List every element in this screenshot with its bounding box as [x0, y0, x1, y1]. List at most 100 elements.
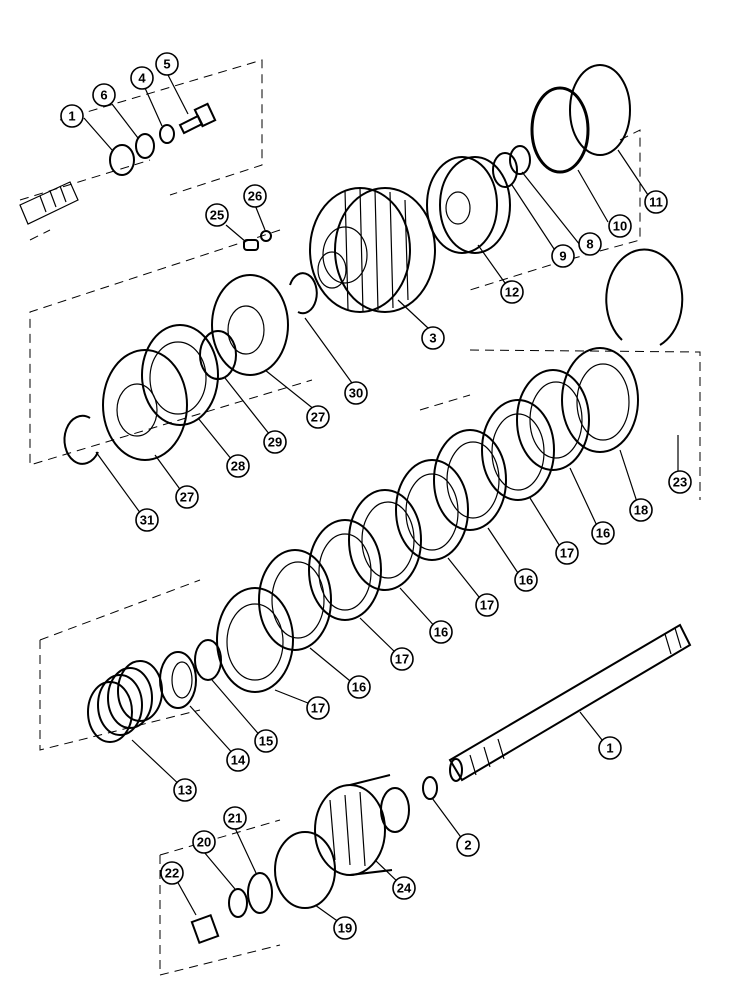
svg-text:9: 9	[559, 249, 566, 264]
part-4-washer	[159, 124, 175, 144]
svg-text:8: 8	[586, 237, 593, 252]
part-17-plate	[308, 519, 382, 621]
part-16-disc	[348, 489, 422, 591]
part-24-needle-bearing	[190, 913, 220, 945]
part-28-plate	[141, 324, 219, 426]
svg-text:5: 5	[163, 57, 170, 72]
svg-text:14: 14	[231, 753, 246, 768]
clutch-pack	[216, 347, 639, 693]
callout-29: 29	[263, 430, 287, 454]
svg-text:24: 24	[397, 881, 412, 896]
callout-10: 10	[608, 214, 632, 238]
svg-text:13: 13	[178, 783, 192, 798]
callout-1: 1	[598, 736, 622, 760]
svg-text:16: 16	[519, 573, 533, 588]
part-13-spring	[87, 660, 163, 743]
part-16-disc	[258, 549, 332, 651]
callout-3: 3	[421, 326, 445, 350]
part-27a-plate	[102, 349, 188, 461]
svg-text:26: 26	[248, 189, 262, 204]
callout-22: 23	[668, 470, 692, 494]
svg-text:16: 16	[434, 625, 448, 640]
leader-lines	[83, 74, 679, 926]
part-5-bolt	[178, 102, 217, 135]
svg-text:4: 4	[138, 71, 146, 86]
boundary-plates-bottom	[39, 579, 201, 751]
callout-25: 25	[205, 203, 229, 227]
part-18-plate	[561, 347, 639, 453]
callout-12: 12	[500, 280, 524, 304]
part-6-ring	[135, 133, 155, 159]
svg-text:12: 12	[505, 285, 519, 300]
callout-26: 26	[243, 184, 267, 208]
part-29-ring	[199, 330, 237, 380]
callout-2: 2	[456, 833, 480, 857]
callout-11: 11	[644, 190, 668, 214]
part-8-ring	[509, 145, 531, 175]
callout-23: 24	[392, 876, 416, 900]
svg-text:10: 10	[613, 219, 627, 234]
part-17-plate	[395, 459, 469, 561]
part-1-shaft	[448, 623, 692, 782]
part-17-plate	[216, 587, 294, 693]
group-boundaries	[19, 59, 701, 976]
svg-text:16: 16	[352, 680, 366, 695]
part-27b-plate	[211, 274, 289, 376]
svg-text:29: 29	[268, 435, 282, 450]
callout-7: 1	[60, 104, 84, 128]
callout-17d: 17	[306, 696, 330, 720]
callout-16d: 16	[347, 675, 371, 699]
part-19-ring	[274, 831, 336, 909]
svg-text:16: 16	[596, 526, 610, 541]
shaft-stub-lines	[19, 159, 151, 241]
svg-text:25: 25	[210, 208, 224, 223]
callout-19: 19	[333, 916, 357, 940]
callout-16a: 16	[591, 521, 615, 545]
part-12-piston	[426, 156, 511, 254]
svg-text:15: 15	[259, 734, 273, 749]
part-9-ring	[492, 152, 518, 188]
callout-18: 18	[629, 498, 653, 522]
shaft-stub	[19, 181, 79, 225]
part-31-snap-ring	[63, 414, 99, 465]
part-30-snap-ring	[289, 272, 318, 315]
svg-text:22: 22	[165, 866, 179, 881]
part-10-seal	[530, 86, 590, 174]
svg-text:17: 17	[480, 598, 494, 613]
boundary-upper-group	[29, 229, 313, 466]
svg-text:11: 11	[649, 195, 663, 210]
callout-14: 14	[226, 748, 250, 772]
svg-text:17: 17	[395, 652, 409, 667]
part-3-gear-hub	[309, 187, 436, 313]
part-7-ring	[109, 144, 135, 176]
callout-30: 30	[344, 381, 368, 405]
svg-text:30: 30	[349, 386, 363, 401]
part-16-disc	[516, 369, 590, 471]
part-25-pin	[243, 239, 259, 251]
callout-13: 13	[173, 778, 197, 802]
boundary-upper-right	[469, 129, 641, 291]
callout-28: 28	[226, 454, 250, 478]
part-20-washer	[228, 888, 248, 918]
part-17-plate	[481, 399, 555, 501]
callout-21: 21	[223, 806, 247, 830]
svg-text:6: 6	[100, 88, 107, 103]
callout-5: 5	[155, 52, 179, 76]
svg-text:27: 27	[180, 490, 194, 505]
callout-27b: 27	[306, 405, 330, 429]
svg-text:1: 1	[68, 109, 75, 124]
svg-text:21: 21	[228, 811, 242, 826]
svg-text:20: 20	[197, 835, 211, 850]
svg-text:28: 28	[231, 459, 245, 474]
callout-16c: 16	[429, 620, 453, 644]
callout-8: 8	[578, 232, 602, 256]
part-26-oring	[260, 230, 272, 242]
callout-16b: 16	[514, 568, 538, 592]
part-11-snap-ring	[569, 64, 631, 156]
svg-text:31: 31	[140, 513, 154, 528]
callout-6: 6	[92, 83, 116, 107]
callout-4: 4	[130, 66, 154, 90]
svg-text:3: 3	[429, 331, 436, 346]
